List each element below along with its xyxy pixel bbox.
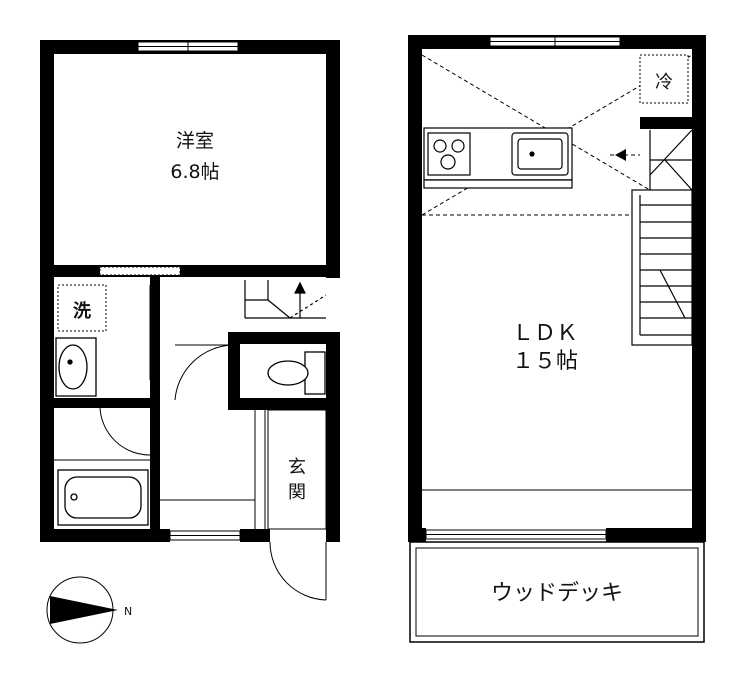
refrigerator [639, 54, 689, 104]
wall-bottom-mid [240, 529, 270, 542]
bottom-window [169, 530, 241, 541]
western-room-size: 6.8帖 [170, 161, 219, 183]
washbasin [55, 337, 97, 397]
entrance-label-2: 関 [288, 482, 306, 503]
second-floor-stairs [631, 129, 693, 346]
compass-label: N [124, 605, 132, 618]
wall-bath-divider [150, 277, 160, 529]
first-floor-stairs [244, 280, 327, 319]
ldk-size: １５帖 [512, 349, 578, 374]
western-window [137, 41, 239, 52]
washroom-label: 洗 [73, 300, 91, 322]
bathtub [57, 469, 149, 526]
wall-under-western [54, 265, 326, 277]
wall-toilet-left [228, 332, 240, 410]
toilet [267, 351, 326, 395]
hall-door-swing [174, 344, 233, 401]
western-room-name: 洋室 [176, 130, 214, 152]
sliding-door [99, 266, 181, 276]
second-floor-outer-walls [408, 35, 706, 542]
washer-space [57, 284, 107, 332]
entrance-label-1: 玄 [288, 457, 306, 478]
wood-deck [409, 541, 705, 643]
second-floor-plan [408, 35, 706, 643]
wall-bottom-left [40, 529, 170, 542]
wall-left [40, 40, 54, 542]
ldk-name: ＬＤＫ [512, 321, 578, 346]
wood-deck-label: ウッドデッキ [491, 581, 623, 606]
wall-right-lower [326, 332, 340, 410]
bath-door-swing [99, 407, 151, 456]
refrigerator-label: 冷 [655, 72, 673, 93]
compass-arrow [50, 596, 118, 624]
ldk-window [489, 36, 621, 47]
kitchen-counter [423, 127, 573, 189]
wall-toilet-bottom [228, 398, 326, 410]
first-floor-plan [40, 40, 340, 601]
wall-wash-bath [54, 398, 150, 408]
wall-toilet-top [228, 332, 326, 344]
wall-right-upper [326, 40, 340, 278]
deck-window [425, 529, 607, 540]
entrance-door-swing [269, 541, 327, 601]
compass: N [46, 576, 132, 644]
first-floor-outer-walls [40, 40, 340, 542]
